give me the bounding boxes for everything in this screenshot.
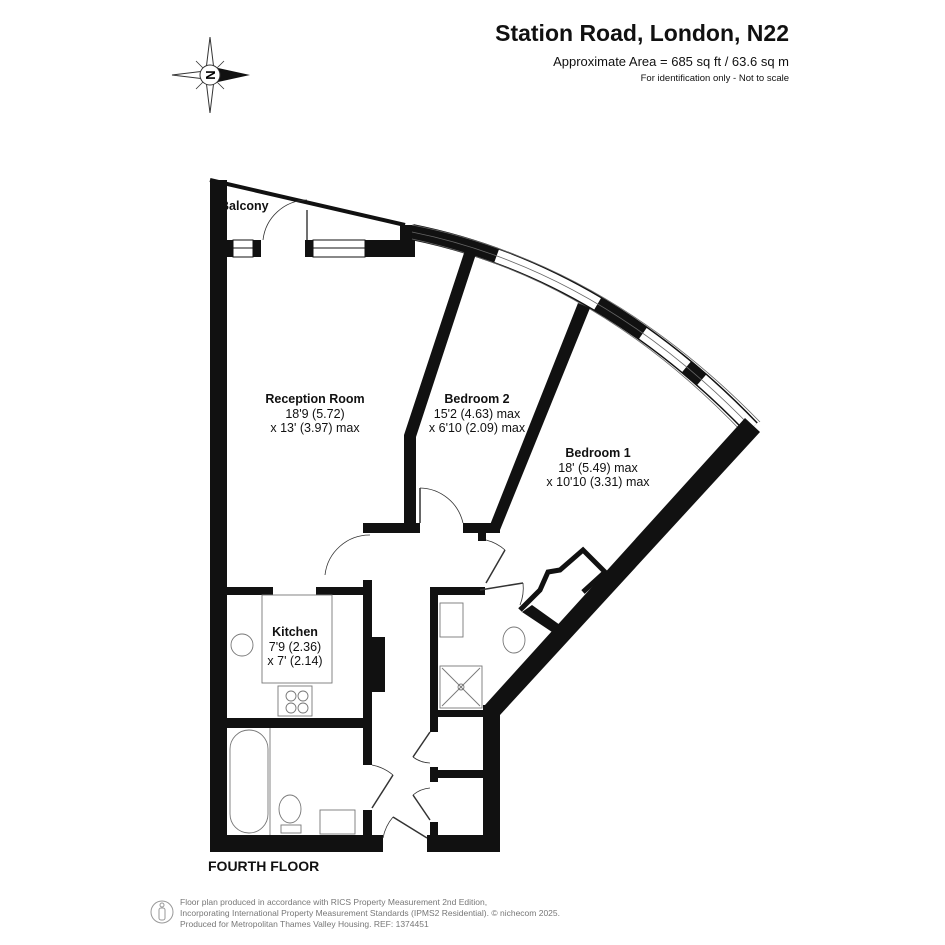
toilet-icon — [278, 794, 302, 824]
kitchen-sink-icon — [230, 633, 254, 657]
fixtures — [229, 594, 526, 835]
room-dimension: 18' (5.49) max — [558, 460, 638, 475]
room-dimension: 18'9 (5.72) — [285, 406, 345, 421]
room-dimension: x 6'10 (2.09) max — [428, 421, 526, 435]
walls — [209, 178, 761, 852]
compass-north-label: N — [203, 70, 218, 79]
room-dimension: x 10'10 (3.31) max — [546, 475, 650, 489]
room-name: Reception Room — [265, 392, 365, 406]
room-reception: Reception Room 18'9 (5.72) x 13' (3.97) … — [265, 392, 364, 436]
footer-line: Produced for Metropolitan Thames Valley … — [180, 919, 429, 929]
footer-text: Floor plan produced in accordance with R… — [180, 897, 560, 930]
ensuite-sink-icon — [439, 602, 464, 638]
bathtub-icon — [229, 729, 269, 834]
ensuite-toilet-icon — [502, 626, 526, 654]
hob-icon — [277, 685, 313, 717]
room-kitchen: Kitchen 7'9 (2.36) x 7' (2.14) — [267, 625, 322, 669]
room-bedroom-2: Bedroom 2 15'2 (4.63) max x 6'10 (2.09) … — [429, 392, 525, 436]
bathroom-sink-icon — [319, 809, 356, 835]
room-name: Bedroom 1 — [565, 446, 631, 460]
doors — [262, 199, 524, 839]
room-label-balcony: Balcony — [220, 199, 269, 213]
room-dimension: 15'2 (4.63) max — [433, 406, 521, 421]
room-name: Kitchen — [272, 625, 318, 639]
floor-label: FOURTH FLOOR — [208, 858, 320, 874]
property-title: Station Road, London, N22 — [495, 20, 789, 46]
room-dimension: 7'9 (2.36) — [268, 639, 322, 654]
room-name: Bedroom 2 — [444, 392, 510, 406]
kitchen-counter — [261, 594, 333, 684]
footer-line: Incorporating International Property Mea… — [180, 908, 560, 918]
room-dimension: x 13' (3.97) max — [270, 421, 360, 435]
scale-note: For identification only - Not to scale — [640, 73, 789, 84]
person-scale-icon — [150, 900, 174, 924]
shower-icon — [439, 665, 483, 709]
compass-rose-icon: N — [171, 36, 250, 114]
room-bedroom-1: Bedroom 1 18' (5.49) max x 10'10 (3.31) … — [546, 446, 649, 490]
footer-line: Floor plan produced in accordance with R… — [180, 897, 488, 907]
approximate-area: Approximate Area = 685 sq ft / 63.6 sq m — [553, 54, 789, 69]
room-dimension: x 7' (2.14) — [267, 654, 323, 668]
